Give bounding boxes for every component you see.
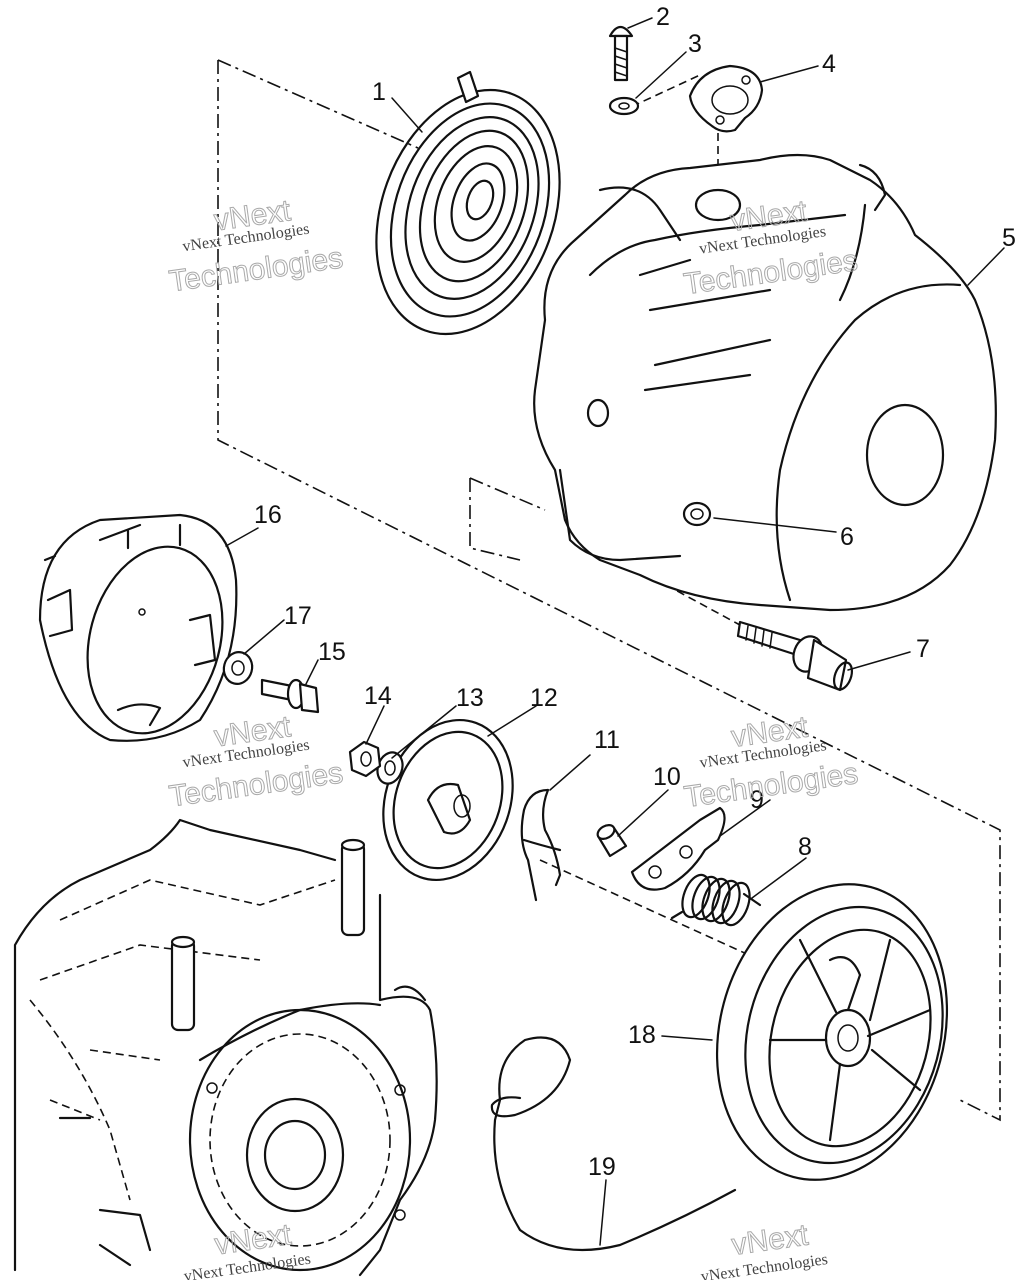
washer-large — [222, 651, 254, 685]
callout-13: 13 — [456, 684, 484, 712]
hex-nut — [348, 740, 382, 778]
callout-19: 19 — [588, 1153, 616, 1181]
callout-2: 2 — [656, 3, 670, 31]
pin — [596, 824, 628, 858]
leader-lines — [225, 17, 1005, 1246]
callout-16: 16 — [254, 501, 282, 529]
drum-cover — [38, 513, 238, 742]
callout-6: 6 — [840, 523, 854, 551]
callout-15: 15 — [318, 638, 346, 666]
grommet — [682, 501, 712, 527]
pawl-plate — [630, 806, 726, 891]
callout-11: 11 — [594, 726, 620, 754]
rewind-spring — [375, 70, 561, 336]
callout-14: 14 — [364, 682, 392, 710]
watermark-top-left: vNext vNext Technologies Technologies — [167, 194, 346, 299]
watermark-mid-right: vNext vNext Technologies Technologies — [682, 710, 861, 815]
callout-12: 12 — [530, 684, 558, 712]
callout-5: 5 — [1002, 224, 1016, 252]
friction-spring-clip — [520, 788, 562, 902]
callout-labels: 1 2 3 4 5 6 7 8 9 10 11 12 13 14 15 16 1… — [254, 3, 1016, 1181]
callout-10: 10 — [653, 763, 681, 791]
housing-bolt — [736, 620, 854, 692]
drive-plate — [382, 718, 514, 882]
callout-9: 9 — [750, 786, 764, 814]
callout-4: 4 — [822, 50, 836, 78]
callout-1: 1 — [372, 78, 386, 106]
callout-17: 17 — [284, 602, 312, 630]
starter-rope — [490, 1036, 737, 1252]
crankcase — [13, 818, 438, 1277]
callout-7: 7 — [916, 635, 930, 663]
recoil-pulley — [715, 883, 949, 1181]
screw — [608, 25, 634, 82]
watermark-bottom-right: vNext vNext Technologies — [700, 1218, 829, 1280]
callout-3: 3 — [688, 30, 702, 58]
callout-8: 8 — [798, 833, 812, 861]
flange-bracket — [688, 64, 764, 133]
pawl-spring — [670, 873, 762, 927]
washer-small — [608, 96, 640, 116]
starter-housing — [533, 153, 997, 612]
flange-bolt — [260, 678, 320, 714]
callout-18: 18 — [628, 1021, 656, 1049]
